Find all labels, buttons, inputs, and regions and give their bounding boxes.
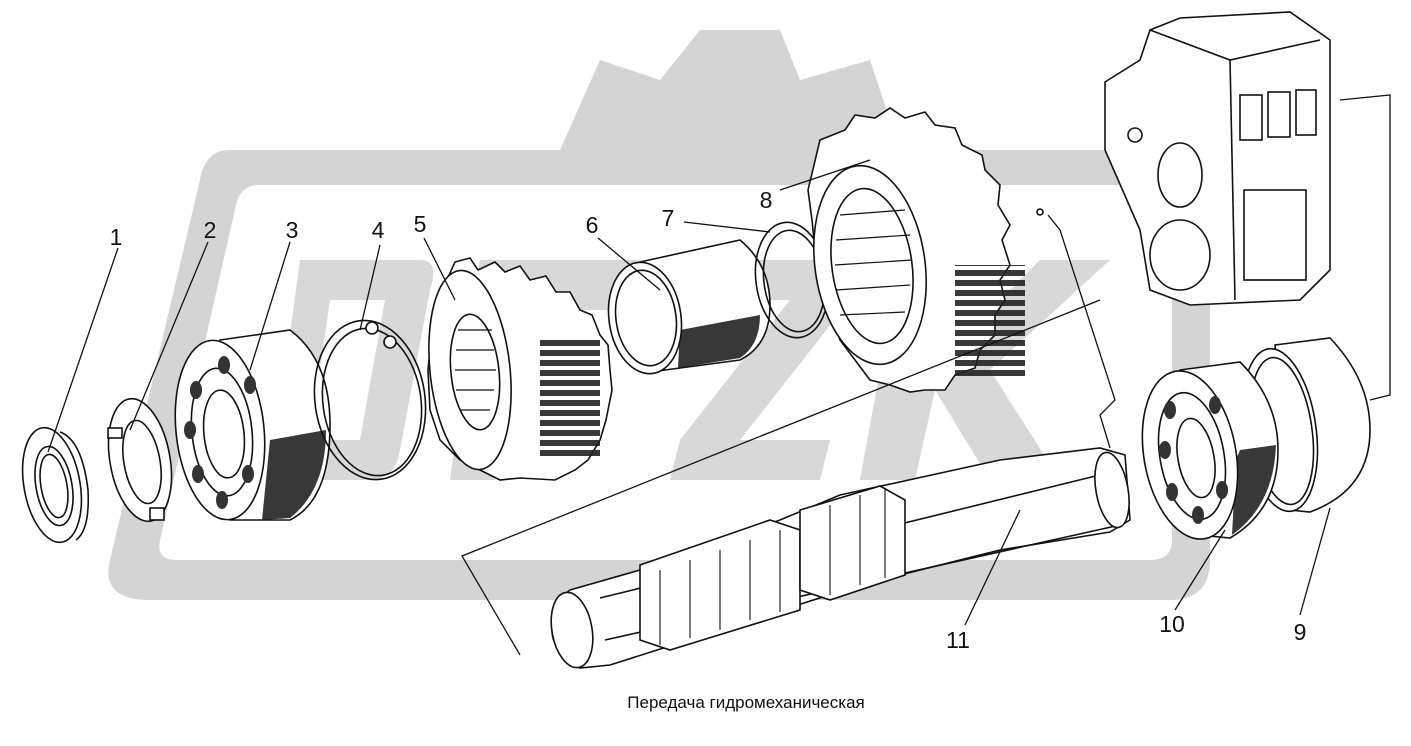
part-1-nut [21,426,90,544]
part-3-bearing [174,329,331,521]
part-2-lock-washer [107,397,173,523]
part-5-gear [427,257,613,481]
diagram-caption: Передача гидромеханическая [627,693,864,712]
part-label-3: 3 [286,217,299,243]
housing [1104,11,1331,306]
part-label-10: 10 [1159,611,1185,637]
part-4-snap-ring [313,319,427,481]
part-label-9: 9 [1294,619,1307,645]
part-labels: 1 2 3 4 5 6 7 8 9 10 11 [110,187,1307,653]
part-10-bearing [1141,361,1279,540]
part-label-6: 6 [586,212,599,238]
part-label-2: 2 [204,217,217,243]
part-label-7: 7 [662,205,675,231]
part-8-large-gear [807,107,1025,393]
assembly-lines [461,94,1391,656]
leader-lines [47,159,1331,626]
part-label-4: 4 [372,217,385,243]
part-6-sleeve [607,239,771,375]
part-label-1: 1 [110,224,123,250]
part-label-5: 5 [414,211,427,237]
part-label-11: 11 [946,627,970,653]
part-label-8: 8 [760,187,773,213]
part-11-shaft [550,447,1131,669]
